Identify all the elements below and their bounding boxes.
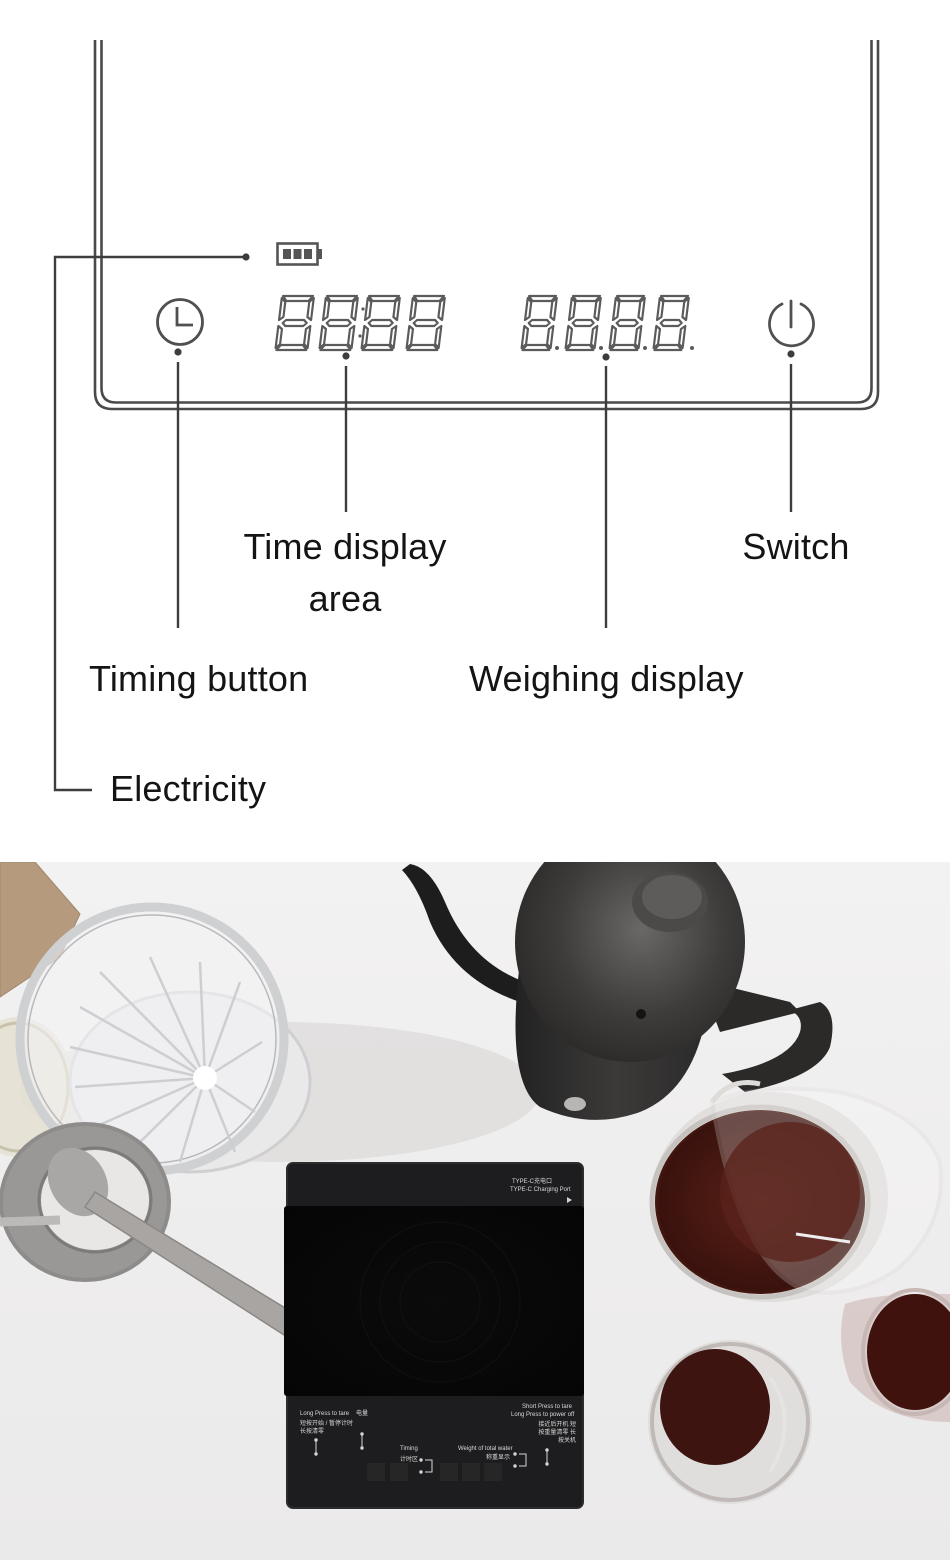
scale-weight-en: Weight of total water <box>458 1446 513 1452</box>
weighing-display-label: Weighing display <box>469 658 744 699</box>
electricity-label: Electricity <box>110 768 267 809</box>
timing-button-leader <box>174 348 182 628</box>
clock-icon <box>156 298 204 346</box>
switch-leader <box>787 350 795 512</box>
weighing-display-leader <box>602 353 610 628</box>
power-icon <box>768 299 815 348</box>
scale-right-hint-en1: Short Press to tare <box>522 1404 573 1410</box>
switch-label: Switch <box>742 526 850 567</box>
time-display-label-line2: area <box>308 578 382 619</box>
photo-illustration <box>0 862 950 1509</box>
bowl-with-spoon <box>0 1122 312 1343</box>
coffee-carafe <box>649 1080 944 1302</box>
time-display-leader <box>342 352 350 512</box>
device-outline <box>93 40 880 411</box>
coffee-cup-right <box>841 1288 950 1422</box>
scale-left-hint-cn: 短按开始 / 暂停计时 长按清零 <box>300 1421 354 1435</box>
scale-battery-cn: 电量 <box>356 1411 369 1417</box>
glass-dripper <box>15 902 312 1189</box>
scale-timing-cn: 计时区 <box>400 1457 419 1463</box>
product-photo: TYPE-C充电口 TYPE-C Charging Port Long Pres… <box>0 862 950 1560</box>
time-display-digits <box>274 294 446 352</box>
time-display-label-line1: Time display <box>243 526 447 567</box>
scale-weight-cn: 称重显示 <box>486 1455 511 1461</box>
weight-display-digits <box>520 294 694 352</box>
diagram-lines <box>53 40 880 792</box>
scale-right-hint-en2: Long Press to power off <box>511 1412 575 1418</box>
scale-port-label-cn: TYPE-C充电口 <box>512 1179 553 1185</box>
electricity-leader <box>53 253 250 792</box>
scale-port-label-en: TYPE-C Charging Port <box>510 1187 571 1193</box>
scale-panel-diagram: Time display area Switch Timing button W… <box>53 40 880 809</box>
scale-right-hint-cn: 接近后开机 短按重量清零 长按关机 <box>538 1422 576 1444</box>
scale-timing-en: Timing <box>400 1446 418 1452</box>
coffee-scale <box>284 1162 584 1509</box>
scale-left-hint-en: Long Press to tare <box>300 1411 350 1417</box>
time-display-label: Time display area <box>234 521 456 625</box>
battery-icon <box>276 242 322 266</box>
coffee-cup-left <box>648 1340 812 1504</box>
kettle <box>402 862 833 1120</box>
timing-button-label: Timing button <box>89 658 309 699</box>
silicone-pad <box>284 1206 584 1396</box>
